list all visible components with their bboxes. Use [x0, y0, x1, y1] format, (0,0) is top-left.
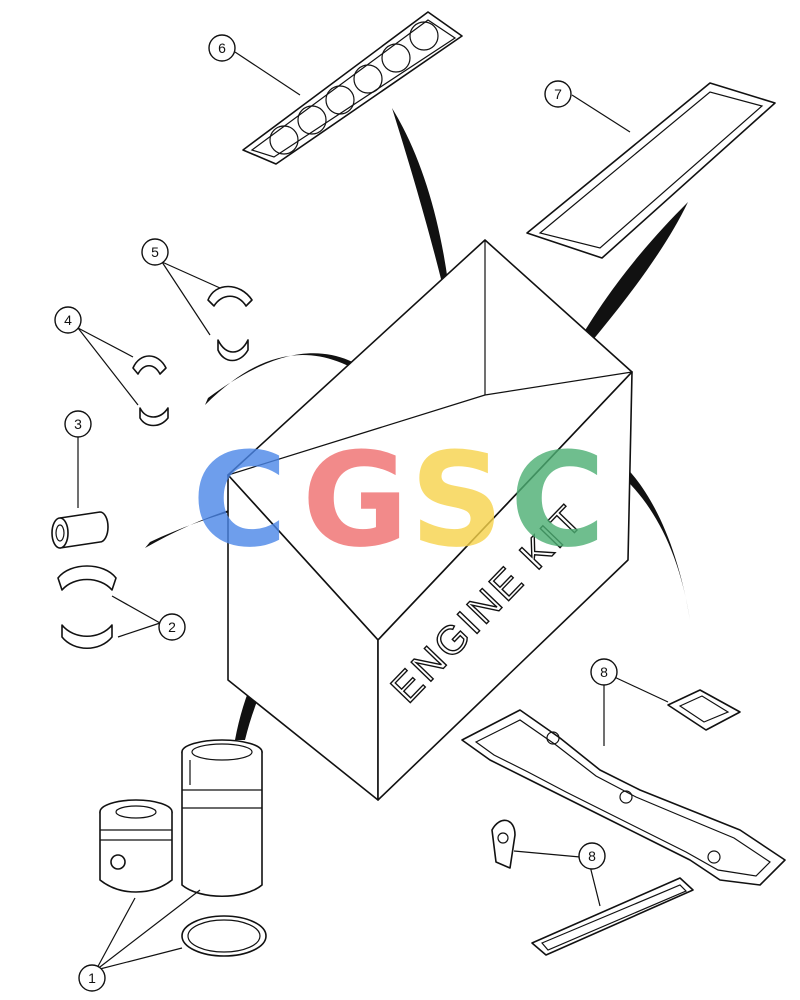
callout-7: 7: [544, 80, 572, 108]
cylinder-head-gasket: [242, 11, 463, 165]
leader-lines: [77, 51, 669, 971]
callout-6: 6: [208, 34, 236, 62]
callout-4: 4: [54, 306, 82, 334]
svg-text:8: 8: [600, 664, 608, 680]
svg-text:7: 7: [554, 86, 562, 102]
watermark: C G S C: [192, 424, 605, 576]
callout-3: 3: [64, 410, 92, 438]
watermark-letter-4: C: [510, 424, 605, 576]
svg-text:4: 4: [64, 312, 72, 328]
svg-text:1: 1: [88, 970, 96, 986]
svg-text:5: 5: [151, 244, 159, 260]
svg-text:6: 6: [218, 40, 226, 56]
svg-text:3: 3: [74, 416, 82, 432]
piston-pin: [51, 511, 109, 549]
gasket-set: [461, 689, 786, 956]
watermark-letter-1: C: [192, 424, 287, 576]
watermark-letter-2: G: [302, 424, 409, 576]
swoosh-conrod-bearings: [145, 491, 445, 548]
callout-2: 2: [158, 613, 186, 641]
thrust-bearing-shells: [57, 565, 117, 649]
callout-8-upper: 8: [590, 658, 618, 686]
watermark-letter-3: S: [410, 424, 504, 576]
callout-5: 5: [141, 238, 169, 266]
callout-1: 1: [78, 964, 106, 992]
main-bearing-shells: [207, 285, 253, 362]
svg-text:2: 2: [168, 619, 176, 635]
conrod-bearing-shells: [132, 355, 169, 427]
piston-liner-kit: [99, 739, 267, 957]
svg-text:8: 8: [588, 848, 596, 864]
swoosh-pan-gasket: [562, 202, 688, 372]
callout-8-lower: 8: [578, 842, 606, 870]
oil-pan-gasket: [526, 82, 776, 259]
